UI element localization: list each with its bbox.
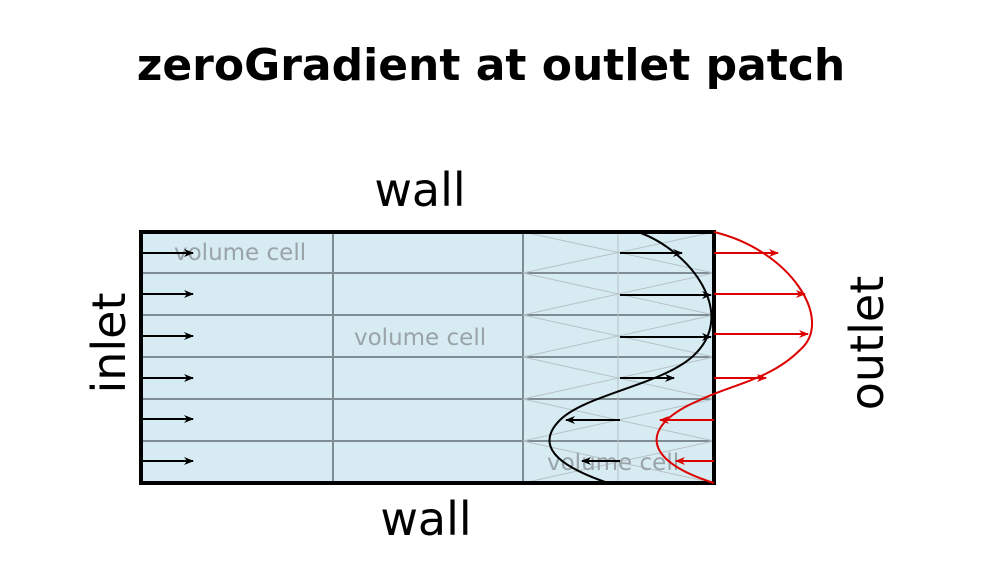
interior-velocity-profile [548, 231, 713, 484]
cell-label-top-left: volume cell [174, 240, 306, 266]
cell-hatching [522, 231, 715, 484]
label-wall-top: wall [374, 163, 465, 217]
inlet-arrows [143, 249, 194, 465]
interior-arrows [565, 249, 712, 465]
label-inlet: inlet [82, 292, 136, 393]
cell-label-center: volume cell [354, 325, 486, 351]
outlet-arrows [659, 249, 809, 465]
label-outlet: outlet [840, 276, 894, 410]
cell-label-bottom-right: volume cell [547, 450, 679, 476]
diagram-title: zeroGradient at outlet patch [137, 40, 846, 91]
label-wall-bottom: wall [380, 492, 471, 546]
domain-outline [139, 230, 716, 485]
